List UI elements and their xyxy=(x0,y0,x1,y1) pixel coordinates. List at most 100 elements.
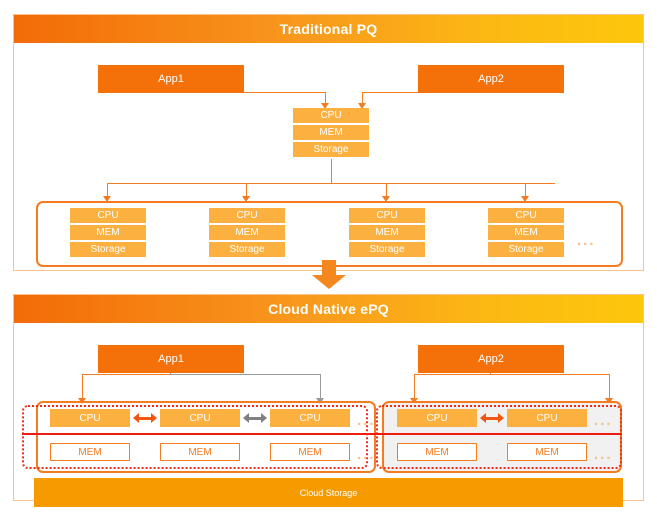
app-box-app1[interactable]: App1 xyxy=(98,65,244,93)
connector-worker-bus xyxy=(107,183,555,184)
connector-worker-2 xyxy=(246,183,247,198)
cn-mem-1-1: MEM xyxy=(50,443,130,461)
cloud-native-epq-panel: Cloud Native ePQ App1 App2 xyxy=(13,294,644,507)
worker-stack-4: CPU MEM Storage xyxy=(488,208,564,257)
mem-label: MEM xyxy=(535,446,559,458)
mem-label: MEM xyxy=(188,446,212,458)
cn-cpu-1-3: CPU xyxy=(270,409,350,427)
arrow-app1-to-coordinator xyxy=(321,103,329,109)
arrow-head-right xyxy=(498,413,504,423)
worker-cpu: CPU xyxy=(488,208,564,223)
arrow-shaft xyxy=(249,416,261,420)
cn-group-frame-app1 xyxy=(36,401,376,473)
cpu-label: CPU xyxy=(299,412,321,424)
cn-cpu-overflow-1: ... xyxy=(357,412,376,429)
cloud-native-epq-title: Cloud Native ePQ xyxy=(14,295,643,323)
connector-app1-into-coordinator xyxy=(325,92,326,105)
worker-storage: Storage xyxy=(488,242,564,257)
worker-mem: MEM xyxy=(488,225,564,240)
coordinator-storage: Storage xyxy=(293,142,369,157)
connector-cn-app1-to-cpu3 xyxy=(320,374,321,400)
app-box-label: App2 xyxy=(478,353,504,365)
arrow-head-left xyxy=(480,413,486,423)
worker-cpu: CPU xyxy=(209,208,285,223)
arrow-head-left xyxy=(133,413,139,423)
mem-label: MEM xyxy=(425,446,449,458)
worker-mem: MEM xyxy=(209,225,285,240)
arrow-to-worker-4 xyxy=(521,196,529,202)
app-box-app2[interactable]: App2 xyxy=(418,65,564,93)
cn-mem-1-3: MEM xyxy=(270,443,350,461)
cn-mem-2-2: MEM xyxy=(507,443,587,461)
connector-cn-app2-across xyxy=(414,374,609,375)
arrow-shaft xyxy=(486,416,498,420)
worker-mem: MEM xyxy=(70,225,146,240)
connector-app1-across xyxy=(183,92,325,93)
connector-cn-app1-right-across xyxy=(170,374,320,375)
app-box-label: App1 xyxy=(158,353,184,365)
arrow-head-left xyxy=(243,413,249,423)
worker-storage: Storage xyxy=(209,242,285,257)
arrow-shaft xyxy=(139,416,151,420)
traditional-pq-body: App1 App2 CPU MEM Storage xyxy=(14,43,643,270)
app-box-label: App2 xyxy=(478,73,504,85)
connector-cn-app2-to-cpu1 xyxy=(414,374,415,400)
traditional-pq-panel: Traditional PQ App1 App2 CPU MEM xyxy=(13,14,644,271)
arrow-to-worker-1 xyxy=(103,196,111,202)
elastic-highlight-app1 xyxy=(22,405,368,469)
worker-storage: Storage xyxy=(70,242,146,257)
cn-cpu-2-1: CPU xyxy=(397,409,477,427)
cpu-label: CPU xyxy=(79,412,101,424)
worker-storage: Storage xyxy=(349,242,425,257)
cloud-native-epq-body: App1 App2 CPU CPU CPU xyxy=(14,323,643,507)
connector-cn-app2-to-cpu2 xyxy=(609,374,610,400)
arrow-app2-to-coordinator xyxy=(358,103,366,109)
cn-mem-overflow-2: ... xyxy=(594,446,613,463)
cpu-link-orange-1 xyxy=(133,413,157,423)
connector-worker-4 xyxy=(525,183,526,198)
cn-cpu-2-2: CPU xyxy=(507,409,587,427)
app-box-app2[interactable]: App2 xyxy=(418,345,564,373)
worker-stack-2: CPU MEM Storage xyxy=(209,208,285,257)
cn-mem-1-2: MEM xyxy=(160,443,240,461)
arrow-to-worker-2 xyxy=(242,196,250,202)
connector-worker-3 xyxy=(386,183,387,198)
app-box-app1[interactable]: App1 xyxy=(98,345,244,373)
connector-worker-1 xyxy=(107,183,108,198)
worker-cpu: CPU xyxy=(349,208,425,223)
cloud-storage-bar: Cloud Storage xyxy=(34,478,623,507)
worker-stack-1: CPU MEM Storage xyxy=(70,208,146,257)
coordinator-stack: CPU MEM Storage xyxy=(293,108,369,157)
worker-mem: MEM xyxy=(349,225,425,240)
cpu-link-gray-1 xyxy=(243,413,267,423)
cn-cpu-overflow-2: ... xyxy=(594,412,613,429)
connector-cn-app1-to-cpu1 xyxy=(82,374,83,400)
coordinator-mem: MEM xyxy=(293,125,369,140)
cn-mem-overflow-1: ... xyxy=(357,446,376,463)
coordinator-cpu: CPU xyxy=(293,108,369,123)
cpu-label: CPU xyxy=(426,412,448,424)
cn-mem-2-1: MEM xyxy=(397,443,477,461)
connector-coordinator-down xyxy=(331,159,332,183)
elastic-highlight-app2 xyxy=(376,405,622,469)
cn-cpu-1-2: CPU xyxy=(160,409,240,427)
compute-storage-split-line xyxy=(22,433,622,435)
cpu-label: CPU xyxy=(189,412,211,424)
connector-app2-into-coordinator xyxy=(362,92,363,105)
worker-cpu: CPU xyxy=(70,208,146,223)
mem-label: MEM xyxy=(78,446,102,458)
arrow-head-right xyxy=(261,413,267,423)
transition-down-arrow-icon xyxy=(310,260,348,290)
mem-label: MEM xyxy=(298,446,322,458)
worker-stack-3: CPU MEM Storage xyxy=(349,208,425,257)
cpu-link-orange-2 xyxy=(480,413,504,423)
traditional-pq-title: Traditional PQ xyxy=(14,15,643,43)
arrow-to-worker-3 xyxy=(382,196,390,202)
cloud-storage-label: Cloud Storage xyxy=(299,487,358,498)
connector-cn-app1-left-across xyxy=(82,374,171,375)
cpu-label: CPU xyxy=(536,412,558,424)
worker-overflow-ellipsis: ... xyxy=(577,232,596,249)
cn-cpu-1-1: CPU xyxy=(50,409,130,427)
arrow-head-right xyxy=(151,413,157,423)
